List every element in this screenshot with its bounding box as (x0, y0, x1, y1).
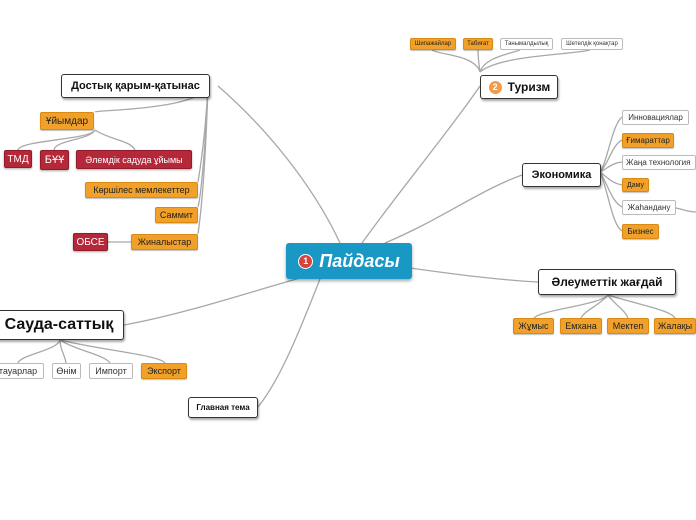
central-topic-label: Пайдасы (319, 250, 400, 271)
topic-trade[interactable]: Сауда-саттық (0, 310, 124, 340)
subtopic-import[interactable]: Импорт (89, 363, 133, 379)
subtopic-meetings[interactable]: Жиналыстар (131, 234, 198, 250)
subtopic-school[interactable]: Мектеп (607, 318, 649, 334)
topic-friendship[interactable]: Достық қарым-қатынас (61, 74, 210, 98)
topic-main-theme[interactable]: Главная тема (188, 397, 258, 418)
topic-economy[interactable]: Экономика (522, 163, 601, 187)
subtopic-wto[interactable]: Әлемдік садуда ұйымы (76, 150, 192, 169)
subtopic-organizations[interactable]: Ұйымдар (40, 112, 94, 130)
subtopic-hospital[interactable]: Емхана (560, 318, 602, 334)
subtopic-neighbors[interactable]: Көршілес мемлекеттер (85, 182, 198, 198)
subtopic-export[interactable]: Экспорт (141, 363, 187, 379)
subtopic-un[interactable]: БҰҰ (40, 150, 69, 170)
subtopic-development[interactable]: Даму (622, 178, 649, 192)
subtopic-hospitals[interactable]: Шипажайлар (410, 38, 456, 50)
subtopic-buildings[interactable]: Ғимараттар (622, 133, 674, 148)
subtopic-business[interactable]: Бизнес (622, 224, 659, 239)
subtopic-work[interactable]: Жұмыс (513, 318, 554, 334)
subtopic-product[interactable]: Өнім (52, 363, 81, 379)
subtopic-salary[interactable]: Жалақы (654, 318, 696, 334)
subtopic-cis[interactable]: ТМД (4, 150, 32, 168)
subtopic-summit[interactable]: Саммит (155, 207, 198, 223)
subtopic-goods[interactable]: тауарлар (0, 363, 44, 379)
topic-tourism[interactable]: 2 Туризм (480, 75, 558, 99)
subtopic-innovations[interactable]: Инновациялар (622, 110, 689, 125)
subtopic-new-tech[interactable]: Жаңа технология (622, 155, 696, 170)
subtopic-osce[interactable]: ОБСЕ (73, 233, 108, 251)
priority-2-badge: 2 (487, 79, 503, 95)
subtopic-foreign-guests[interactable]: Шетелдік қонақтар (561, 38, 623, 50)
subtopic-acquaintance[interactable]: Танымалдылық (500, 38, 553, 50)
priority-1-badge: 1 (298, 253, 314, 269)
subtopic-nature[interactable]: Табиғат (463, 38, 493, 50)
topic-social[interactable]: Әлеуметтік жағдай (538, 269, 676, 295)
central-topic[interactable]: 1 Пайдасы (286, 243, 412, 279)
subtopic-globalization[interactable]: Жаһандану (622, 200, 676, 215)
